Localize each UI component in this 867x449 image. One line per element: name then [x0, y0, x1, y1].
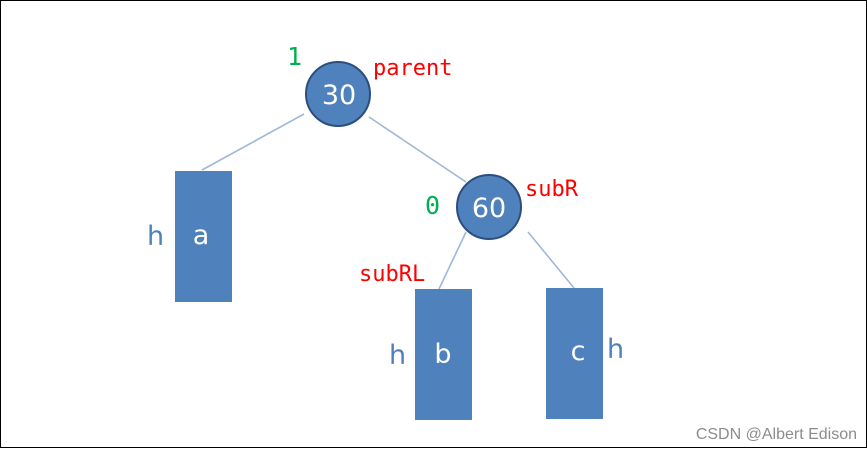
subtree-b-height-label: h — [389, 340, 406, 371]
subtree-a-height-label: h — [147, 221, 164, 252]
subtree-b-name-label: subRL — [359, 262, 425, 287]
node-60-balance: 0 — [425, 191, 440, 220]
node-30-name-label: parent — [373, 56, 452, 81]
node-30-value: 30 — [322, 80, 356, 111]
node-30-balance: 1 — [287, 42, 302, 71]
subtree-c-block — [546, 288, 603, 419]
subtree-a-label: a — [193, 220, 210, 251]
subtree-b-label: b — [434, 339, 451, 370]
tree-edges — [201, 113, 575, 290]
subtree-c-label: c — [571, 336, 586, 367]
subtree-c-height-label: h — [607, 334, 624, 365]
node-30-circle — [305, 61, 371, 127]
edge-60-b — [438, 231, 467, 290]
node-60-circle — [456, 174, 522, 240]
node-60-name-label: subR — [525, 177, 579, 202]
subtree-b-block — [415, 289, 472, 420]
watermark: CSDN @Albert Edison — [696, 426, 857, 443]
subtree-a-block — [175, 171, 232, 302]
edge-30-60 — [368, 116, 467, 183]
edge-60-c — [527, 231, 575, 289]
node-60-value: 60 — [472, 193, 506, 224]
edge-30-a — [201, 113, 305, 171]
